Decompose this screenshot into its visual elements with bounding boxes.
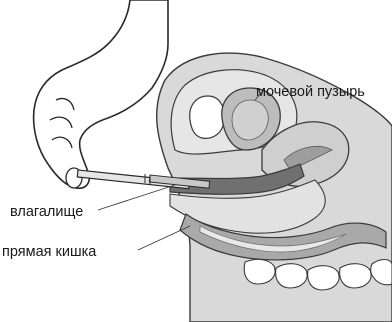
pubic-bone <box>190 96 225 138</box>
leader-vagina <box>98 185 175 210</box>
hand-icon <box>34 0 168 188</box>
label-rectum: прямая кишка <box>2 244 97 260</box>
leader-rectum <box>138 226 190 250</box>
label-bladder: мочевой пузырь <box>256 84 365 100</box>
label-vagina: влагалище <box>10 204 83 220</box>
